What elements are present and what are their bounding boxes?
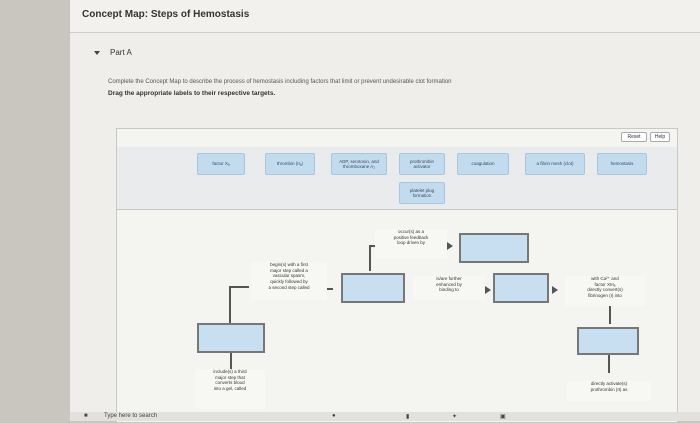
- search-box[interactable]: Type here to search: [104, 413, 158, 419]
- node-includes-third: include(s) a third major step that conve…: [195, 369, 265, 409]
- node-with-ca: with Ca²⁺ and factor XIIIₐ directly conv…: [565, 276, 645, 306]
- connector-line: [325, 288, 333, 290]
- connector-line: [229, 286, 249, 288]
- drop-target[interactable]: [459, 233, 529, 263]
- label-adp-serotonin[interactable]: ADP, serotonin, and thromboxane A₂: [331, 153, 387, 175]
- folder-icon[interactable]: ▣: [500, 414, 506, 420]
- instruction-text: Complete the Concept Map to describe the…: [108, 79, 452, 85]
- taskbar: ■ Type here to search ● ▮ ✦ ▣: [70, 412, 700, 421]
- label-bank: factor Xₐ thrombin (IIₐ) ADP, serotonin,…: [117, 147, 677, 210]
- label-factor-xa[interactable]: factor Xₐ: [197, 153, 245, 175]
- label-coagulation[interactable]: coagulation: [457, 153, 509, 175]
- browser-icon[interactable]: ●: [332, 413, 336, 419]
- label-thrombin[interactable]: thrombin (IIₐ): [265, 153, 315, 175]
- label-prothrombin-activator[interactable]: prothrombin activator: [399, 153, 445, 175]
- connector-line: [369, 245, 371, 271]
- caret-down-icon: [94, 50, 100, 55]
- part-label: Part A: [110, 48, 132, 57]
- task-view-icon[interactable]: ▮: [406, 414, 410, 420]
- node-begins-with: begin(s) with a first major step called …: [251, 262, 327, 300]
- page-title: Concept Map: Steps of Hemostasis: [82, 9, 250, 20]
- connector-line: [229, 286, 231, 324]
- drop-target[interactable]: [197, 323, 265, 353]
- concept-map: Reset Help factor Xₐ thrombin (IIₐ) ADP,…: [116, 128, 678, 423]
- header-bar: Concept Map: Steps of Hemostasis: [70, 0, 700, 33]
- node-enhanced-by: is/are further enhanced by binding to: [413, 276, 485, 300]
- windows-icon[interactable]: ■: [84, 413, 88, 419]
- connector-line: [230, 353, 232, 373]
- drop-target[interactable]: [493, 273, 549, 303]
- content-page: Concept Map: Steps of Hemostasis Part A …: [70, 0, 700, 423]
- arrow-right-icon: [485, 286, 491, 294]
- reset-button[interactable]: Reset: [621, 132, 647, 142]
- node-directly-activates: directly activate(s) prothrombin (II) as: [567, 381, 651, 401]
- drag-instruction: Drag the appropriate labels to their res…: [108, 90, 276, 97]
- drop-target[interactable]: [341, 273, 405, 303]
- label-fibrin-mesh[interactable]: a fibrin mesh (clot): [525, 153, 585, 175]
- part-a-toggle[interactable]: Part A: [94, 48, 132, 57]
- app-icon[interactable]: ✦: [452, 414, 458, 420]
- arrow-right-icon: [552, 286, 558, 294]
- drop-target[interactable]: [577, 327, 639, 355]
- label-hemostasis[interactable]: hemostasis: [597, 153, 647, 175]
- node-occurs-as: occur(s) as a positive feedback loop dri…: [375, 229, 447, 259]
- arrow-right-icon: [447, 242, 453, 250]
- help-button[interactable]: Help: [650, 132, 670, 142]
- connector-line: [608, 353, 610, 373]
- label-platelet-plug[interactable]: platelet plug formation: [399, 182, 445, 204]
